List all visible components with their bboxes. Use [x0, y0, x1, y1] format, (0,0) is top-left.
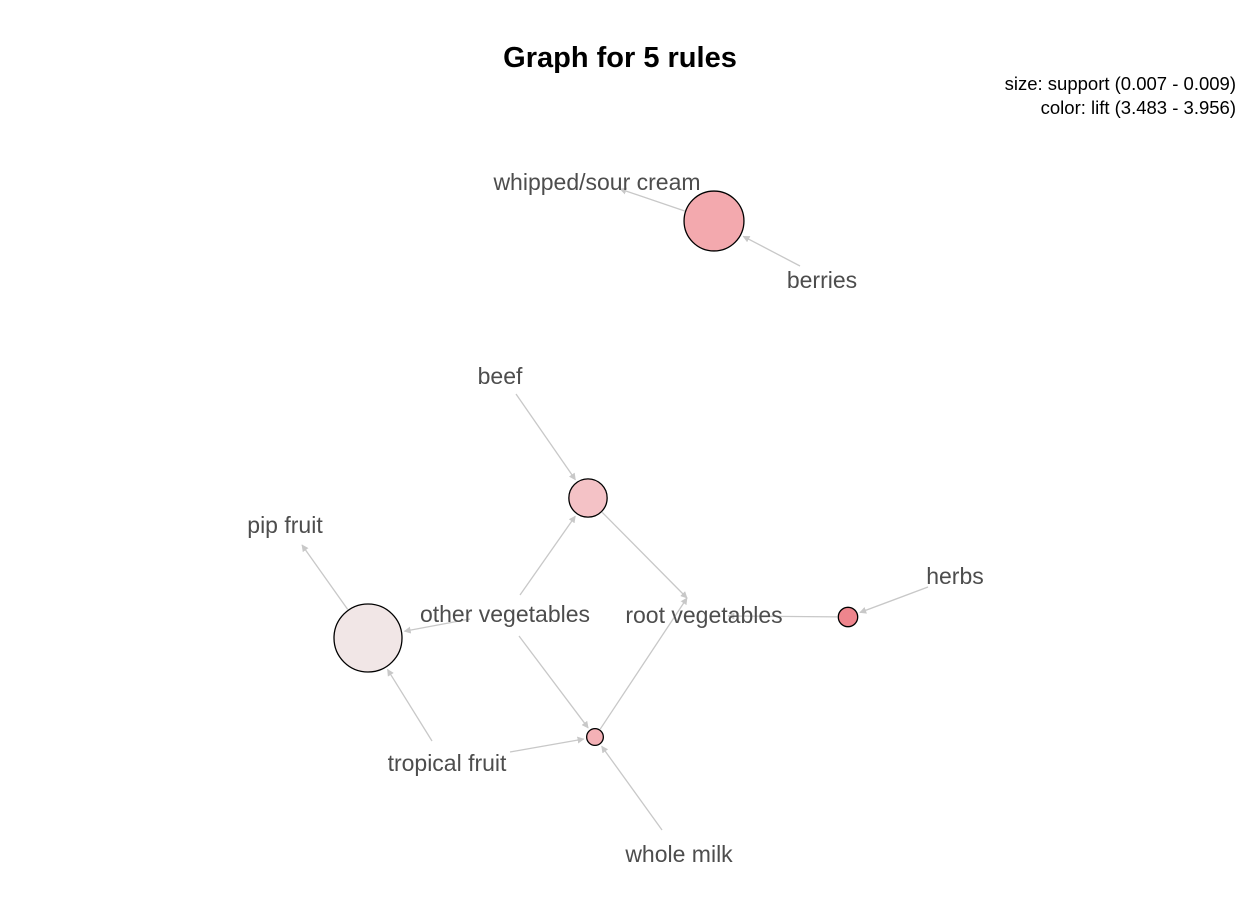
edge-beef-to-rule2 [515, 393, 576, 481]
rule-node-rule2[interactable] [568, 478, 608, 518]
edge-rule2-to-root-vegetables [601, 511, 688, 599]
graph-title: Graph for 5 rules [503, 42, 737, 74]
edge-rule1-to-whipped-sour-cream [619, 187, 685, 212]
item-label-root-vegetables: root vegetables [625, 602, 782, 628]
edge-tropical-fruit-to-rule5 [509, 736, 585, 753]
labels-layer: whipped/sour cream berries beef pip fruit he… [247, 169, 983, 867]
item-label-berries: berries [787, 267, 857, 293]
nodes-layer [333, 190, 859, 747]
item-label-whipped-sour-cream: whipped/sour cream [492, 169, 700, 195]
item-label-herbs: herbs [926, 563, 984, 589]
edges-layer [301, 187, 929, 831]
rule-node-rule3[interactable] [333, 603, 403, 673]
edge-rule5-to-root-vegetables [599, 597, 688, 730]
edge-other-vegetables-to-rule5 [518, 635, 589, 729]
item-label-other-vegetables: other vegetables [420, 601, 590, 627]
rule-node-rule4[interactable] [837, 606, 859, 628]
legend-color: color: lift (3.483 - 3.956) [1040, 97, 1236, 118]
item-label-pip-fruit: pip fruit [247, 512, 323, 538]
edge-herbs-to-rule4 [859, 586, 929, 614]
edge-rule4-to-root-vegetables [727, 612, 838, 620]
rule-node-rule1[interactable] [683, 190, 745, 252]
edge-other-vegetables-to-rule2 [519, 515, 576, 596]
item-label-beef: beef [478, 363, 523, 389]
legend: size: support (0.007 - 0.009) color: lif… [1005, 72, 1236, 120]
edge-berries-to-rule1 [742, 235, 801, 267]
item-label-tropical-fruit: tropical fruit [388, 750, 507, 776]
edge-rule3-to-pip-fruit [301, 544, 349, 610]
item-label-whole-milk: whole milk [624, 841, 733, 867]
legend-size: size: support (0.007 - 0.009) [1004, 73, 1236, 94]
edge-whole-milk-to-rule5 [601, 745, 663, 831]
rule-node-rule5[interactable] [586, 728, 605, 747]
edge-other-vegetables-to-rule3 [403, 618, 471, 634]
edge-tropical-fruit-to-rule3 [386, 668, 433, 742]
